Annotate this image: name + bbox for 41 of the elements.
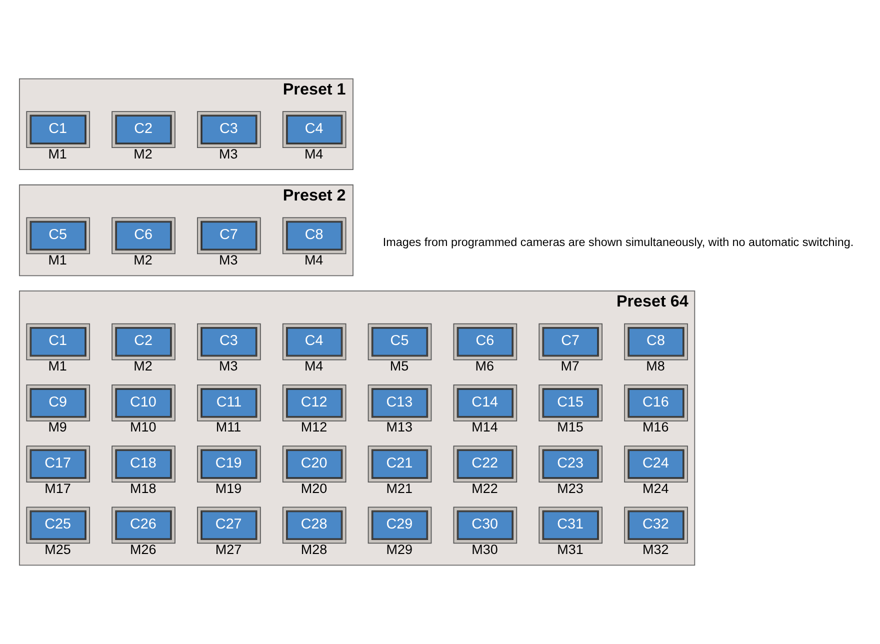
node-label: M13 [386, 420, 412, 435]
node-label: M1 [48, 146, 67, 162]
node-label: M26 [130, 542, 156, 557]
node-label: M6 [475, 358, 494, 374]
node-label: M24 [642, 480, 669, 496]
node-label: M7 [560, 358, 580, 374]
node-label: M3 [219, 252, 238, 268]
node-label: M4 [304, 358, 324, 374]
node-label: M14 [472, 420, 498, 435]
node-label: M22 [472, 480, 498, 496]
node-label: M23 [557, 480, 584, 496]
label: Images from programmed cameras are shown simultaneously, with no automatic switching. [382, 236, 854, 249]
node-label: M15 [557, 420, 584, 435]
node-label: M25 [44, 542, 71, 557]
node-label: M32 [642, 542, 669, 557]
node-label: M4 [304, 146, 324, 162]
node-label: M16 [642, 420, 669, 435]
node-label: M2 [134, 252, 152, 268]
node-label: M1 [48, 252, 67, 268]
node-label: M1 [48, 358, 67, 374]
node-label: M21 [386, 480, 412, 496]
node-label: M2 [134, 358, 152, 374]
node-label: M8 [646, 358, 665, 374]
node-label: M17 [44, 480, 71, 496]
node-label: M11 [216, 420, 242, 435]
node-label: M12 [300, 420, 328, 435]
node-label: M19 [215, 480, 242, 496]
node-label: M2 [134, 146, 152, 162]
node-label: M10 [130, 420, 156, 435]
node-label: M31 [557, 542, 584, 557]
node-label: M3 [219, 146, 238, 162]
node-label: M5 [390, 358, 409, 374]
node-label: M3 [219, 358, 238, 374]
node-label: M4 [304, 252, 324, 268]
node-label: M29 [386, 542, 412, 557]
node-label: M9 [48, 420, 67, 435]
node-label: M18 [130, 480, 156, 496]
node-label: M20 [300, 480, 328, 496]
node-label: M30 [472, 542, 498, 557]
node-label: M28 [300, 542, 328, 557]
node-label: M27 [215, 542, 242, 557]
